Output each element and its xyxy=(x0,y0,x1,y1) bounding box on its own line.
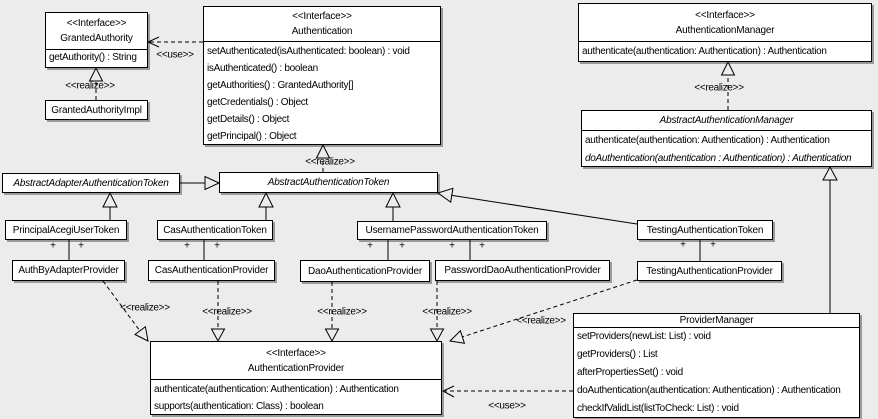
method: doAuthentication(authentication: Authent… xyxy=(577,385,841,396)
class-abstract-authentication-manager: AbstractAuthenticationManager authentica… xyxy=(581,110,872,167)
realize-label: <<realize>> xyxy=(422,306,472,318)
class-authentication-manager: <<Interface>> AuthenticationManager auth… xyxy=(578,3,872,62)
class-name: ProviderManager xyxy=(679,315,754,326)
realize-label: <<realize>> xyxy=(516,315,566,327)
class-dao-authentication-provider: DaoAuthenticationProvider xyxy=(300,260,430,282)
generalization-adapter-token-to-abstract-token xyxy=(180,175,221,191)
method: afterPropertiesSet() : void xyxy=(577,367,683,378)
class-name: GrantedAuthority xyxy=(60,33,133,44)
class-name: TestingAuthenticationToken xyxy=(646,224,764,236)
stereotype: <<Interface>> xyxy=(66,18,127,29)
method: supports(authentication: Class) : boolea… xyxy=(154,401,324,412)
association-plus: + xyxy=(367,240,373,252)
class-name: TestingAuthenticationProvider xyxy=(646,265,773,277)
method: getCredentials() : Object xyxy=(207,97,308,108)
stereotype: <<Interface>> xyxy=(695,9,755,21)
class-name: AuthenticationManager xyxy=(675,24,775,36)
association-plus: + xyxy=(449,240,455,252)
method: checkIfValidList(listToCheck: List) : vo… xyxy=(577,403,739,414)
class-name: AbstractAuthenticationToken xyxy=(267,177,390,188)
association-plus: + xyxy=(680,239,686,251)
class-username-password-authentication-token: UsernamePasswordAuthenticationToken xyxy=(357,221,547,240)
method: getPrincipal() : Object xyxy=(207,131,297,142)
class-testing-authentication-provider: TestingAuthenticationProvider xyxy=(637,261,782,281)
association-plus: + xyxy=(78,240,84,252)
association-plus: + xyxy=(710,239,716,251)
class-principal-acegi-user-token: PrincipalAcegiUserToken xyxy=(5,220,127,240)
method: authenticate(authentication: Authenticat… xyxy=(585,135,830,146)
association-plus: + xyxy=(50,240,56,252)
class-name: AuthByAdapterProvider xyxy=(18,265,119,276)
association-plus: + xyxy=(479,240,485,252)
class-abstract-authentication-token: AbstractAuthenticationToken xyxy=(219,172,438,193)
generalization-username-token-to-abstract-token xyxy=(385,191,401,221)
use-label: <<use>> xyxy=(156,49,194,61)
class-name: Authentication xyxy=(291,26,353,37)
class-name: AbstractAuthenticationManager xyxy=(659,115,794,126)
realize-label: <<realize>> xyxy=(305,156,355,168)
class-authentication-provider: <<Interface>> AuthenticationProvider aut… xyxy=(150,341,442,415)
use-label: <<use>> xyxy=(488,400,526,412)
generalization-testing-token-to-abstract-token xyxy=(436,187,638,225)
association-plus: + xyxy=(399,240,405,252)
association-plus: + xyxy=(184,240,190,252)
method: setAuthenticated(isAuthenticated: boolea… xyxy=(207,46,410,57)
realize-label: <<realize>> xyxy=(65,80,115,92)
class-name: PasswordDaoAuthenticationProvider xyxy=(444,265,601,276)
method: authenticate(authentication: Authenticat… xyxy=(582,46,827,57)
class-authentication: <<Interface>> Authentication setAuthenti… xyxy=(203,6,441,145)
class-provider-manager: ProviderManager setProviders(newList: Li… xyxy=(573,313,860,418)
method: authenticate(authentication: Authenticat… xyxy=(154,384,399,395)
realize-label: <<realize>> xyxy=(317,306,367,318)
method: getAuthority() : String xyxy=(49,52,137,63)
class-granted-authority-impl: GrantedAuthorityImpl xyxy=(45,100,148,120)
class-granted-authority: <<Interface>> GrantedAuthority getAuthor… xyxy=(45,12,148,68)
realize-label: <<realize>> xyxy=(120,302,170,314)
class-name: AuthenticationProvider xyxy=(247,362,345,374)
class-auth-by-adapter-provider: AuthByAdapterProvider xyxy=(12,260,125,281)
realize-label: <<realize>> xyxy=(694,82,744,94)
stereotype: <<Interface>> xyxy=(266,347,326,359)
method: isAuthenticated() : boolean xyxy=(207,63,318,74)
class-testing-authentication-token: TestingAuthenticationToken xyxy=(637,220,773,240)
generalization-cas-token-to-abstract-token xyxy=(258,191,274,220)
method: getDetails() : Object xyxy=(207,114,290,125)
class-name: PrincipalAcegiUserToken xyxy=(12,224,120,236)
class-name: CasAuthenticationProvider xyxy=(154,265,269,276)
class-password-dao-authentication-provider: PasswordDaoAuthenticationProvider xyxy=(435,260,610,281)
generalization-provider-manager-to-abstract-authentication-manager xyxy=(822,165,838,313)
realize-label: <<realize>> xyxy=(202,306,252,318)
class-name: GrantedAuthorityImpl xyxy=(51,104,142,116)
class-abstract-adapter-authentication-token: AbstractAdapterAuthenticationToken xyxy=(2,173,180,193)
use-provider-manager-to-authentication-provider xyxy=(441,385,573,398)
class-name: CasAuthenticationToken xyxy=(163,224,267,236)
association-plus: + xyxy=(214,240,220,252)
method: doAuthentication(authentication : Authen… xyxy=(585,153,852,164)
class-name: DaoAuthenticationProvider xyxy=(308,265,422,277)
class-cas-authentication-token: CasAuthenticationToken xyxy=(157,220,273,240)
method: setProviders(newList: List) : void xyxy=(577,331,711,342)
generalization-principal-token-to-adapter-token xyxy=(102,191,118,220)
method: getProviders() : List xyxy=(577,349,658,360)
stereotype: <<Interface>> xyxy=(292,11,352,22)
method: getAuthorities() : GrantedAuthority[] xyxy=(207,80,354,91)
class-cas-authentication-provider: CasAuthenticationProvider xyxy=(148,260,275,281)
class-name: UsernamePasswordAuthenticationToken xyxy=(365,225,539,236)
class-name: AbstractAdapterAuthenticationToken xyxy=(13,177,169,189)
use-authentication-to-granted-authority xyxy=(146,36,203,48)
